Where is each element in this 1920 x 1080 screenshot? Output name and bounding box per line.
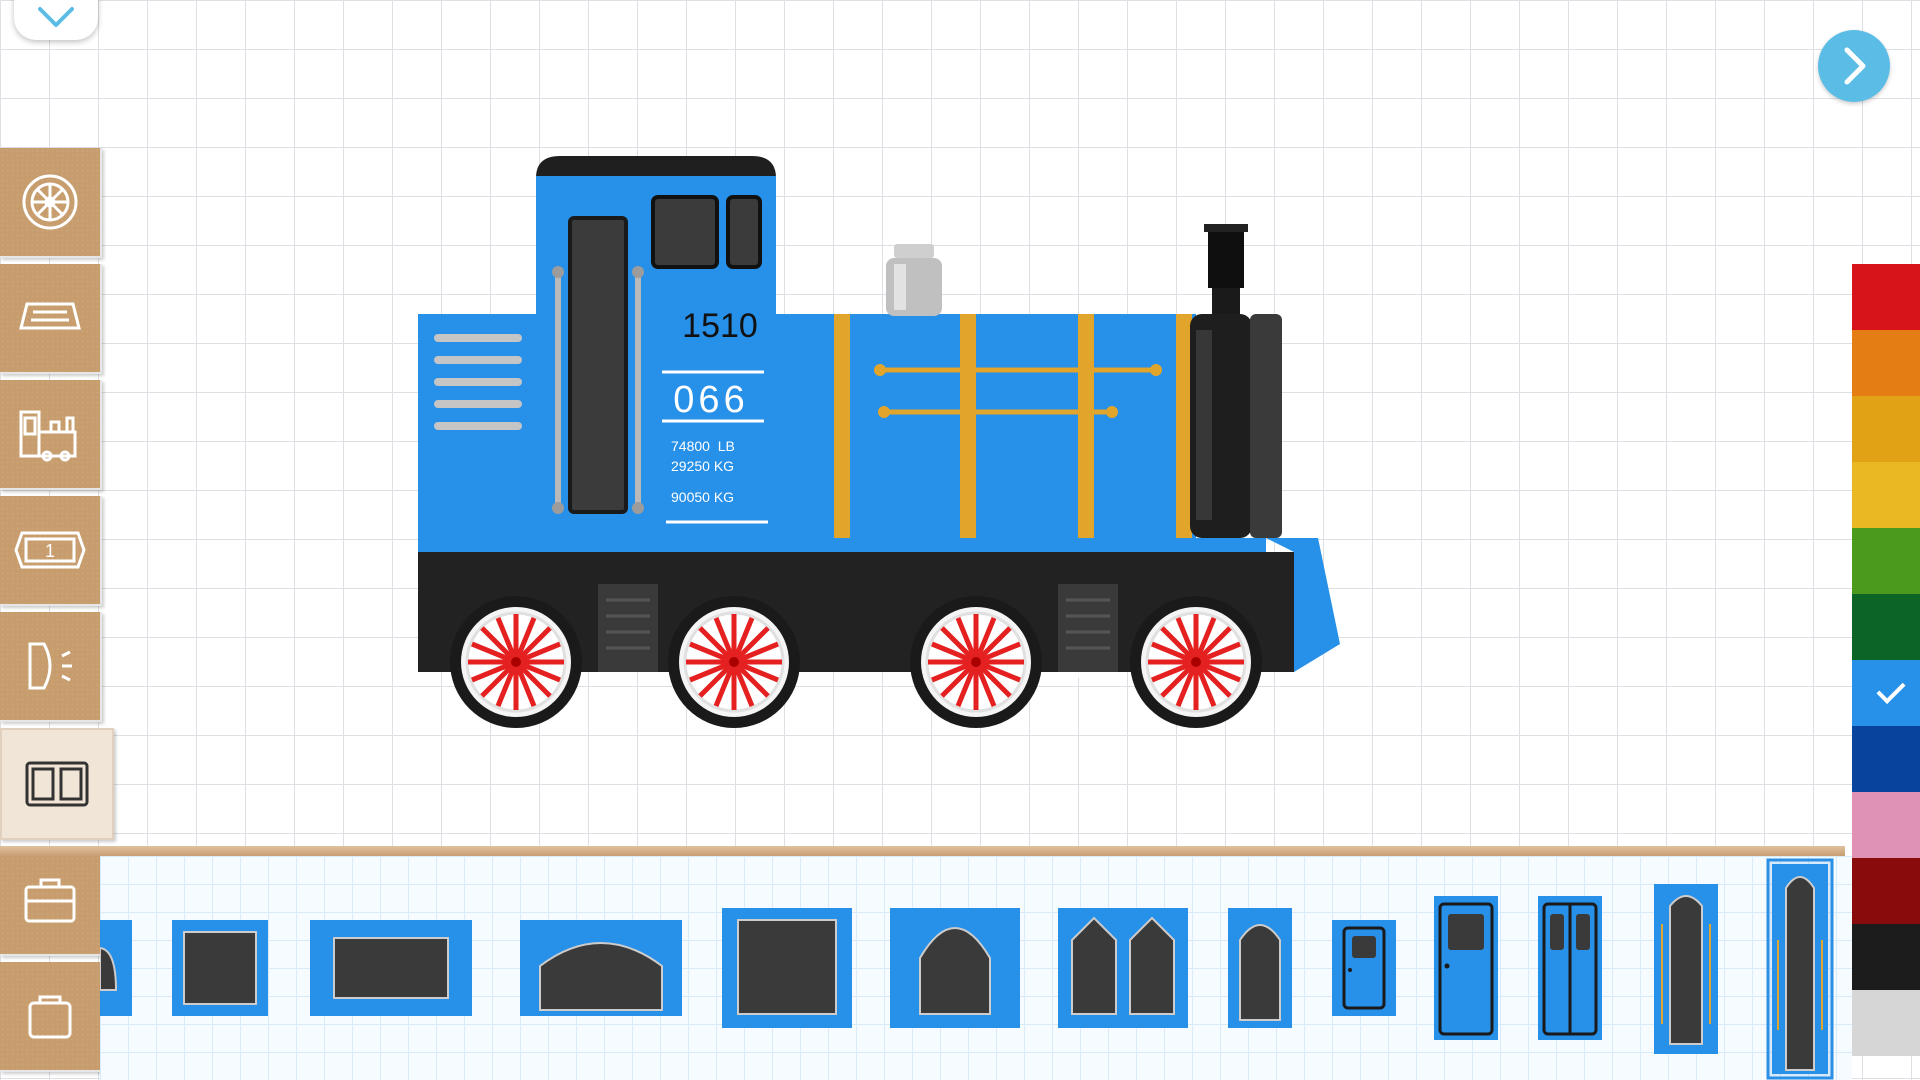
suitcase-icon — [24, 878, 76, 923]
part-window-pointed-double[interactable] — [1058, 908, 1188, 1028]
running-board — [418, 538, 1266, 552]
wheels — [450, 596, 1262, 728]
color-swatch-10[interactable] — [1852, 858, 1920, 924]
plate-digit: 1 — [45, 541, 55, 561]
part-door-double[interactable] — [1538, 896, 1602, 1040]
weight-lb: 74800 LB — [671, 438, 735, 454]
wheel — [450, 596, 582, 728]
color-palette — [1852, 264, 1920, 1056]
color-swatch-12[interactable] — [1852, 990, 1920, 1056]
steam-dome — [886, 244, 942, 316]
window-icon — [25, 761, 89, 807]
color-swatch-1[interactable] — [1852, 264, 1920, 330]
color-swatch-8[interactable] — [1852, 726, 1920, 792]
vent-grille — [434, 334, 522, 430]
chassis-icon — [19, 302, 81, 330]
collapse-toolbar-button[interactable] — [14, 0, 98, 40]
part-window-arch-partial[interactable] — [100, 920, 132, 1016]
tool-number-plate[interactable]: 1 — [0, 496, 102, 606]
part-window-tall-arch[interactable] — [1228, 908, 1292, 1028]
wheel — [668, 596, 800, 728]
tool-engine[interactable] — [0, 380, 102, 490]
tool-lights[interactable] — [0, 612, 102, 722]
tool-bag[interactable] — [0, 962, 102, 1072]
cab-window-right — [726, 195, 762, 269]
number-plate-icon: 1 — [14, 531, 86, 569]
train-locomotive[interactable]: 1510 066 74800 LB 29250 KG 90050 KG — [400, 140, 1360, 740]
color-swatch-2[interactable] — [1852, 330, 1920, 396]
color-swatch-4[interactable] — [1852, 462, 1920, 528]
part-window-square-small[interactable] — [172, 920, 268, 1016]
cab-roof — [536, 156, 776, 178]
part-door-tall-rails-selected[interactable] — [1766, 858, 1834, 1080]
tool-chassis[interactable] — [0, 264, 102, 374]
part-window-arch[interactable] — [890, 908, 1020, 1028]
part-window-round-top-wide[interactable] — [520, 920, 682, 1016]
next-button[interactable] — [1818, 30, 1890, 102]
locomotive-icon — [19, 410, 77, 462]
chevron-right-icon — [1844, 47, 1866, 85]
part-door-small[interactable] — [1332, 920, 1396, 1016]
part-door-single[interactable] — [1434, 896, 1498, 1040]
headlight-icon — [28, 642, 72, 690]
tool-cargo[interactable] — [0, 846, 102, 956]
chevron-down-icon — [38, 7, 74, 27]
chimney — [1204, 224, 1248, 316]
color-swatch-3[interactable] — [1852, 396, 1920, 462]
cab-door — [568, 216, 628, 514]
capacity: 90050 KG — [671, 489, 734, 505]
wheel — [1130, 596, 1262, 728]
weight-kg: 29250 KG — [671, 458, 734, 474]
color-swatch-9[interactable] — [1852, 792, 1920, 858]
train-number: 1510 — [682, 307, 758, 345]
color-swatch-6[interactable] — [1852, 594, 1920, 660]
wheel — [910, 596, 1042, 728]
train-plate: 066 — [673, 379, 748, 421]
bag-icon — [28, 995, 72, 1039]
tray-divider — [0, 846, 1845, 856]
pilot — [1266, 538, 1340, 672]
parts-tray-items — [100, 858, 1834, 1080]
tool-windows[interactable] — [0, 728, 114, 840]
handrails — [874, 364, 1162, 418]
cab-window-left — [651, 195, 719, 269]
part-window-wide[interactable] — [310, 920, 472, 1016]
part-door-tall-rails[interactable] — [1654, 884, 1718, 1054]
color-swatch-5[interactable] — [1852, 528, 1920, 594]
color-swatch-7[interactable] — [1852, 660, 1920, 726]
color-swatch-11[interactable] — [1852, 924, 1920, 990]
tool-wheels[interactable] — [0, 148, 102, 258]
part-window-square-large[interactable] — [722, 908, 852, 1028]
wheel-icon — [22, 174, 78, 230]
parts-tray — [100, 856, 1852, 1080]
